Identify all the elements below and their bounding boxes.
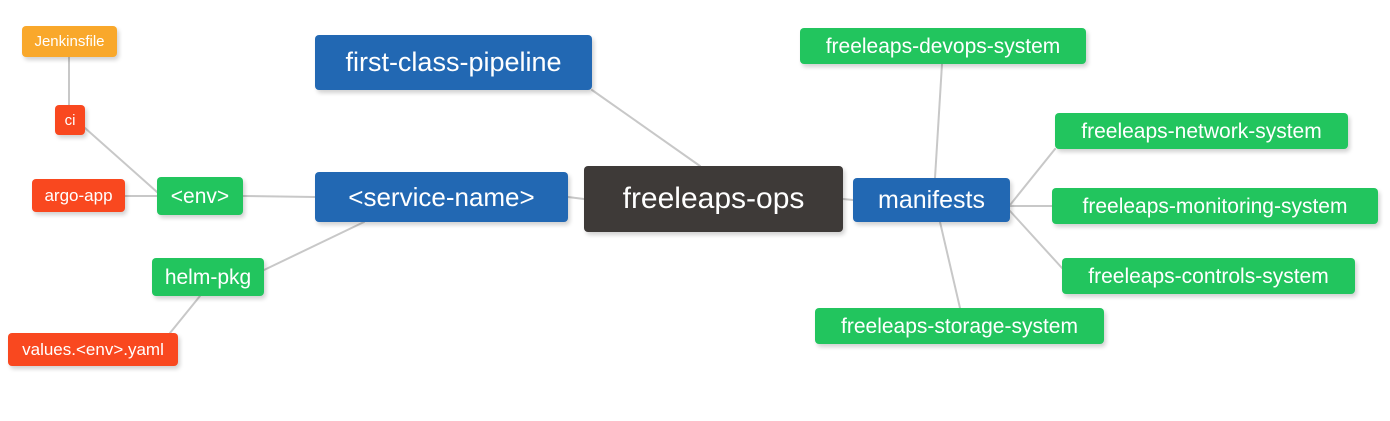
node-label-manifests: manifests: [878, 185, 985, 214]
node-freeleaps-ops[interactable]: freeleaps-ops: [584, 166, 843, 232]
node-label-env: <env>: [170, 184, 230, 208]
node-freeleaps-controls-system[interactable]: freeleaps-controls-system: [1062, 258, 1355, 294]
edge-freeleaps-ops-to-manifests: [842, 198, 854, 201]
edge-service-name-to-helm-pkg: [263, 221, 365, 271]
node-label-freeleaps-devops-system: freeleaps-devops-system: [825, 34, 1061, 58]
node-label-freeleaps-network-system: freeleaps-network-system: [1081, 119, 1322, 143]
node-label-freeleaps-storage-system: freeleaps-storage-system: [841, 314, 1078, 338]
node-argo-app[interactable]: argo-app: [32, 179, 125, 212]
node-label-argo-app: argo-app: [44, 186, 113, 205]
node-label-service-name: <service-name>: [348, 182, 535, 212]
node-ci[interactable]: ci: [55, 105, 85, 135]
edge-manifests-to-freeleaps-storage-system: [939, 221, 961, 309]
node-label-values-env-yaml: values.<env>.yaml: [22, 340, 164, 359]
node-freeleaps-devops-system[interactable]: freeleaps-devops-system: [800, 28, 1086, 64]
edge-freeleaps-ops-to-service-name: [567, 196, 585, 200]
node-env[interactable]: <env>: [157, 177, 243, 215]
edge-manifests-to-freeleaps-devops-system: [934, 63, 943, 179]
node-freeleaps-storage-system[interactable]: freeleaps-storage-system: [815, 308, 1104, 344]
node-jenkinsfile[interactable]: Jenkinsfile: [22, 26, 117, 57]
edge-service-name-to-env: [242, 195, 316, 198]
node-label-first-class-pipeline: first-class-pipeline: [345, 47, 562, 77]
node-label-freeleaps-controls-system: freeleaps-controls-system: [1088, 264, 1329, 288]
node-label-freeleaps-ops: freeleaps-ops: [622, 182, 805, 215]
node-label-freeleaps-monitoring-system: freeleaps-monitoring-system: [1082, 194, 1348, 218]
node-freeleaps-monitoring-system[interactable]: freeleaps-monitoring-system: [1052, 188, 1378, 224]
edge-freeleaps-ops-to-first-class-pipeline: [591, 89, 701, 167]
node-label-helm-pkg: helm-pkg: [164, 265, 252, 289]
node-manifests[interactable]: manifests: [853, 178, 1010, 222]
node-label-jenkinsfile: Jenkinsfile: [34, 33, 105, 50]
node-helm-pkg[interactable]: helm-pkg: [152, 258, 264, 296]
node-first-class-pipeline[interactable]: first-class-pipeline: [315, 35, 592, 90]
node-freeleaps-network-system[interactable]: freeleaps-network-system: [1055, 113, 1348, 149]
edge-helm-pkg-to-values-env-yaml: [169, 295, 201, 334]
node-label-ci: ci: [64, 111, 76, 129]
edge-manifests-to-freeleaps-network-system: [1009, 148, 1056, 206]
node-values-env-yaml[interactable]: values.<env>.yaml: [8, 333, 178, 366]
node-service-name[interactable]: <service-name>: [315, 172, 568, 222]
